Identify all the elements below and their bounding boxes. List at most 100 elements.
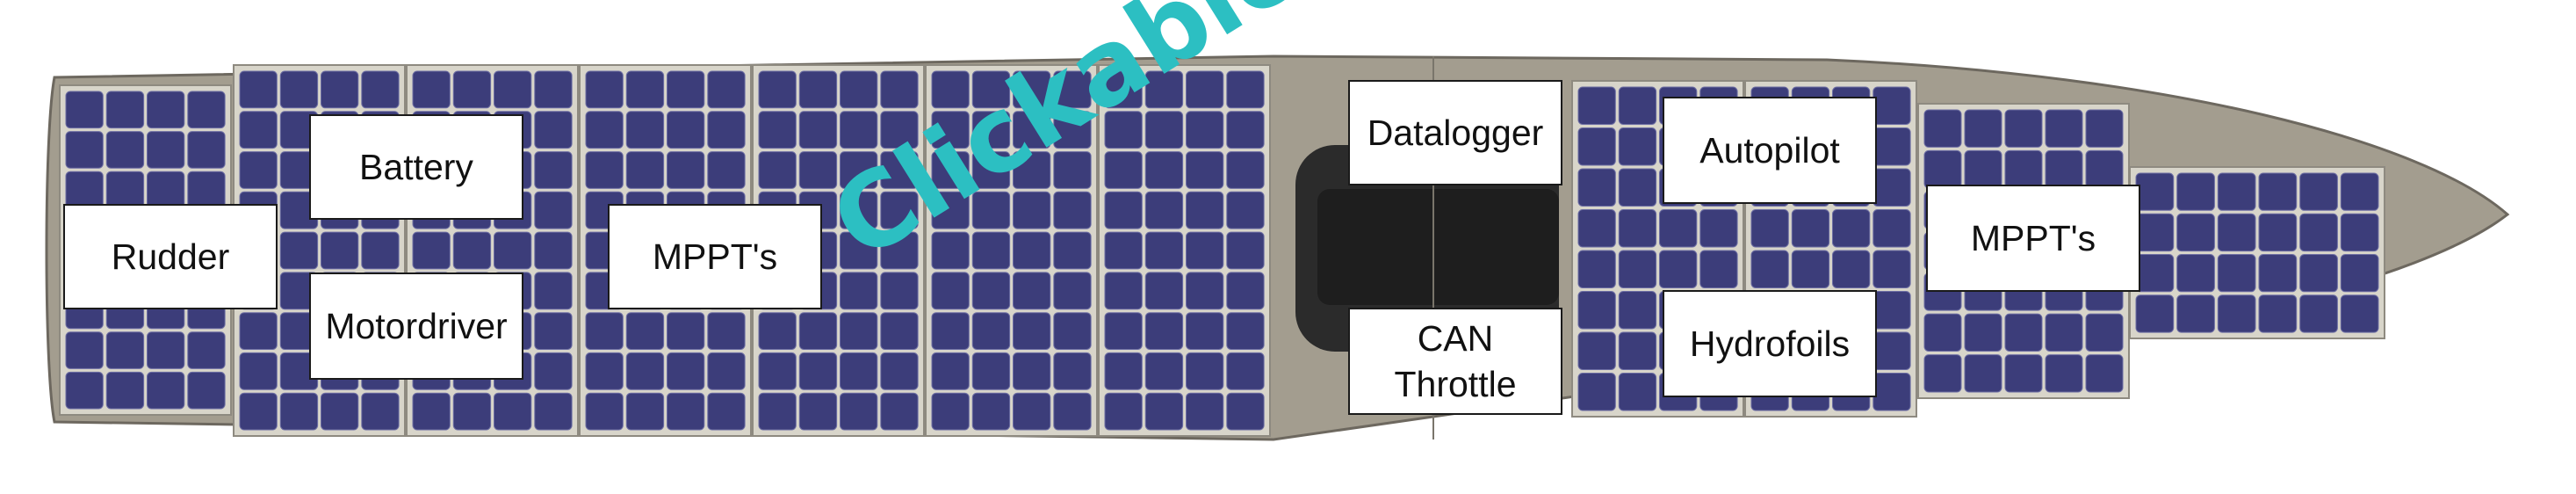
solar-cell: [1618, 373, 1657, 411]
solar-cell: [534, 231, 573, 270]
solar-cell: [971, 272, 1011, 310]
solar-cell: [412, 231, 451, 270]
can-throttle-button[interactable]: CAN Throttle: [1348, 308, 1562, 415]
solar-cell: [1104, 272, 1143, 310]
solar-cell: [1144, 272, 1184, 310]
solar-cell: [1618, 250, 1657, 288]
solar-cell: [2045, 149, 2083, 189]
solar-cell: [840, 191, 878, 229]
solar-cell: [187, 131, 226, 169]
solar-cell: [840, 231, 878, 270]
solar-cell: [1618, 86, 1657, 125]
solar-cell: [187, 91, 226, 129]
solar-cell: [1577, 127, 1616, 166]
solar-cell: [321, 231, 359, 270]
solar-cell: [667, 111, 705, 149]
solar-cell: [840, 312, 878, 351]
motordriver-button[interactable]: Motordriver: [309, 272, 523, 380]
solar-cell: [840, 111, 878, 149]
rudder-button[interactable]: Rudder: [63, 204, 278, 309]
solar-cell: [105, 331, 145, 369]
solar-cell: [840, 151, 878, 189]
solar-cell: [1186, 231, 1224, 270]
solar-cell: [1013, 151, 1051, 189]
solar-cell: [65, 171, 104, 209]
hydrofoils-button[interactable]: Hydrofoils: [1663, 290, 1877, 397]
solar-cell: [147, 131, 185, 169]
solar-cell: [321, 392, 359, 431]
solar-cell: [1577, 86, 1616, 125]
solar-cell: [187, 331, 226, 369]
solar-cell: [65, 371, 104, 410]
solar-cell: [147, 331, 185, 369]
mppt-left-button[interactable]: MPPT's: [608, 204, 822, 309]
solar-cell: [239, 352, 278, 390]
solar-cell: [494, 392, 532, 431]
solar-cell: [798, 352, 838, 390]
solar-cell: [1053, 272, 1092, 310]
solar-cell: [1144, 231, 1184, 270]
solar-cell: [625, 352, 665, 390]
solar-cell: [625, 392, 665, 431]
solar-cell: [1872, 209, 1911, 248]
solar-cell: [2176, 172, 2215, 211]
solar-cell: [667, 151, 705, 189]
solar-cell: [840, 272, 878, 310]
solar-cell: [279, 70, 319, 109]
solar-cell: [2045, 313, 2083, 352]
solar-cell: [1053, 392, 1092, 431]
solar-cell: [625, 111, 665, 149]
solar-cell: [1186, 70, 1224, 109]
solar-cell: [931, 70, 970, 109]
solar-cell: [2299, 294, 2338, 333]
solar-cell: [2258, 172, 2298, 211]
solar-cell: [931, 352, 970, 390]
solar-cell: [971, 231, 1011, 270]
solar-cell: [667, 392, 705, 431]
solar-cell: [239, 70, 278, 109]
solar-cell: [1750, 250, 1789, 288]
solar-cell: [105, 171, 145, 209]
solar-cell: [798, 111, 838, 149]
solar-cell: [1577, 168, 1616, 207]
solar-cell: [758, 352, 797, 390]
solar-cell: [239, 111, 278, 149]
solar-cell: [2258, 294, 2298, 333]
solar-cell: [667, 312, 705, 351]
solar-cell: [534, 111, 573, 149]
solar-cell: [1618, 209, 1657, 248]
solar-cell: [534, 272, 573, 310]
datalogger-button[interactable]: Datalogger: [1348, 80, 1562, 185]
solar-cell: [931, 191, 970, 229]
mppt-right-button[interactable]: MPPT's: [1926, 185, 2140, 292]
battery-button[interactable]: Battery: [309, 114, 523, 220]
solar-cell: [452, 70, 492, 109]
solar-cell: [2004, 354, 2043, 393]
solar-cell: [1104, 191, 1143, 229]
solar-cell: [1226, 352, 1265, 390]
solar-cell: [798, 392, 838, 431]
solar-cell: [2217, 294, 2256, 333]
solar-cell: [931, 392, 970, 431]
solar-cell: [1577, 331, 1616, 370]
solar-cell: [65, 91, 104, 129]
solar-cell: [1104, 231, 1143, 270]
solar-cell: [2085, 354, 2124, 393]
solar-cell: [1053, 191, 1092, 229]
solar-cell: [840, 352, 878, 390]
solar-cell: [931, 231, 970, 270]
solar-cell: [880, 151, 919, 189]
solar-cell: [1104, 312, 1143, 351]
solar-cell: [1144, 352, 1184, 390]
solar-cell: [971, 352, 1011, 390]
solar-cell: [534, 191, 573, 229]
solar-cell: [2004, 149, 2043, 189]
solar-cell: [534, 352, 573, 390]
autopilot-button[interactable]: Autopilot: [1663, 97, 1877, 204]
solar-cell: [1186, 312, 1224, 351]
solar-cell: [147, 91, 185, 129]
solar-cell: [1872, 86, 1911, 125]
solar-cell: [1226, 70, 1265, 109]
solar-cell: [239, 312, 278, 351]
solar-cell: [534, 151, 573, 189]
